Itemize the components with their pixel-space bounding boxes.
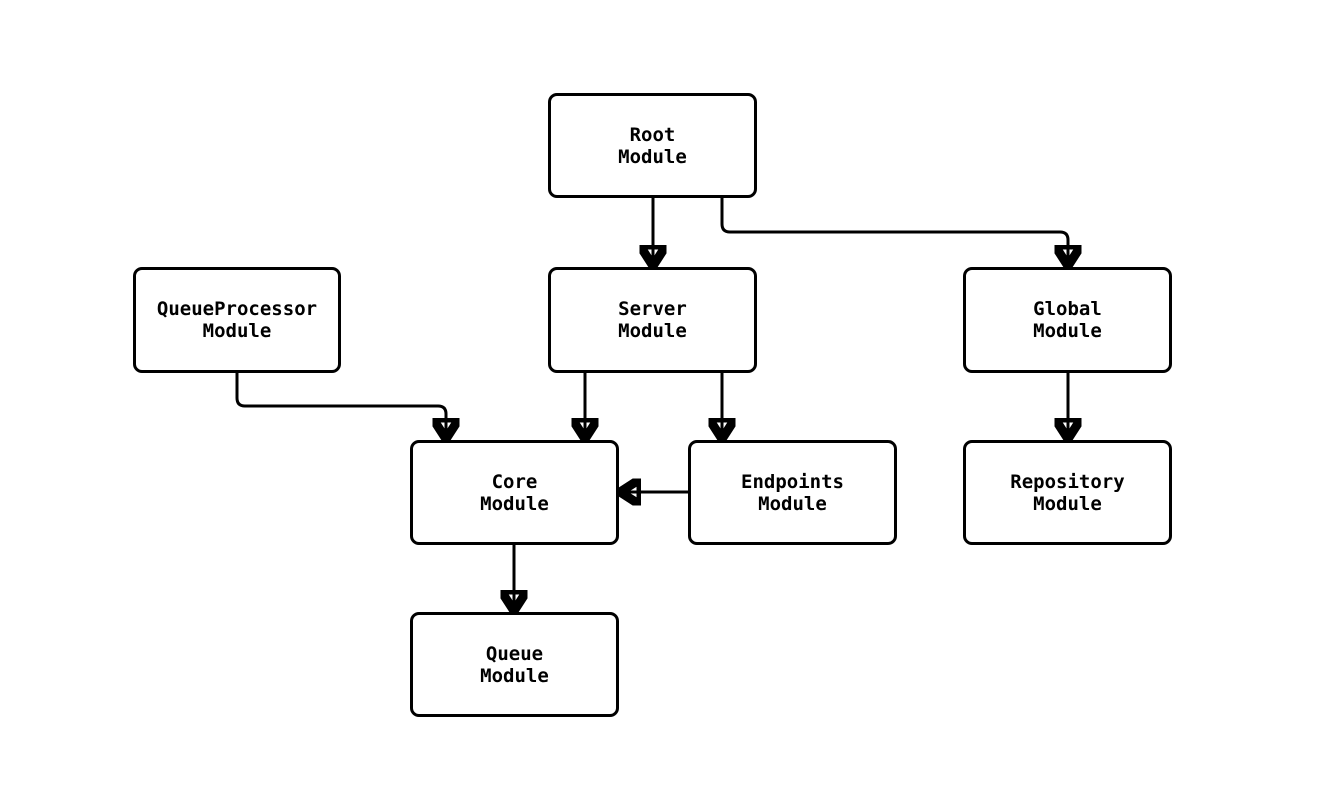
- node-label: Root: [629, 123, 676, 146]
- node-label: Module: [618, 320, 687, 342]
- node-label: QueueProcessor: [156, 298, 318, 320]
- node-label: Server: [618, 298, 687, 320]
- node-label: Core: [491, 470, 538, 493]
- node-label: Repository: [1010, 470, 1125, 493]
- node-root-module: Root Module: [548, 93, 757, 198]
- node-label: Module: [1033, 492, 1102, 515]
- node-global-module: Global Module: [963, 267, 1172, 373]
- node-label: Module: [202, 320, 272, 342]
- node-label: Global: [1033, 298, 1102, 320]
- node-core-module: Core Module: [410, 440, 619, 545]
- node-queue-module: Queue Module: [410, 612, 619, 717]
- node-label: Module: [1033, 320, 1102, 342]
- node-label: Module: [480, 492, 549, 515]
- node-label: Module: [618, 145, 687, 168]
- edge-queueprocessor-to-core: [235, 373, 446, 439]
- node-label: Queue: [485, 642, 544, 665]
- node-server-module: Server Module: [548, 267, 757, 373]
- node-queueprocessor-module: QueueProcessor Module: [133, 267, 341, 373]
- node-label: Endpoints: [741, 470, 844, 493]
- node-label: Module: [758, 492, 827, 515]
- node-label: Module: [480, 664, 549, 687]
- node-repository-module: Repository Module: [963, 440, 1172, 545]
- edge-root-to-global: [720, 198, 1068, 266]
- node-endpoints-module: Endpoints Module: [688, 440, 897, 545]
